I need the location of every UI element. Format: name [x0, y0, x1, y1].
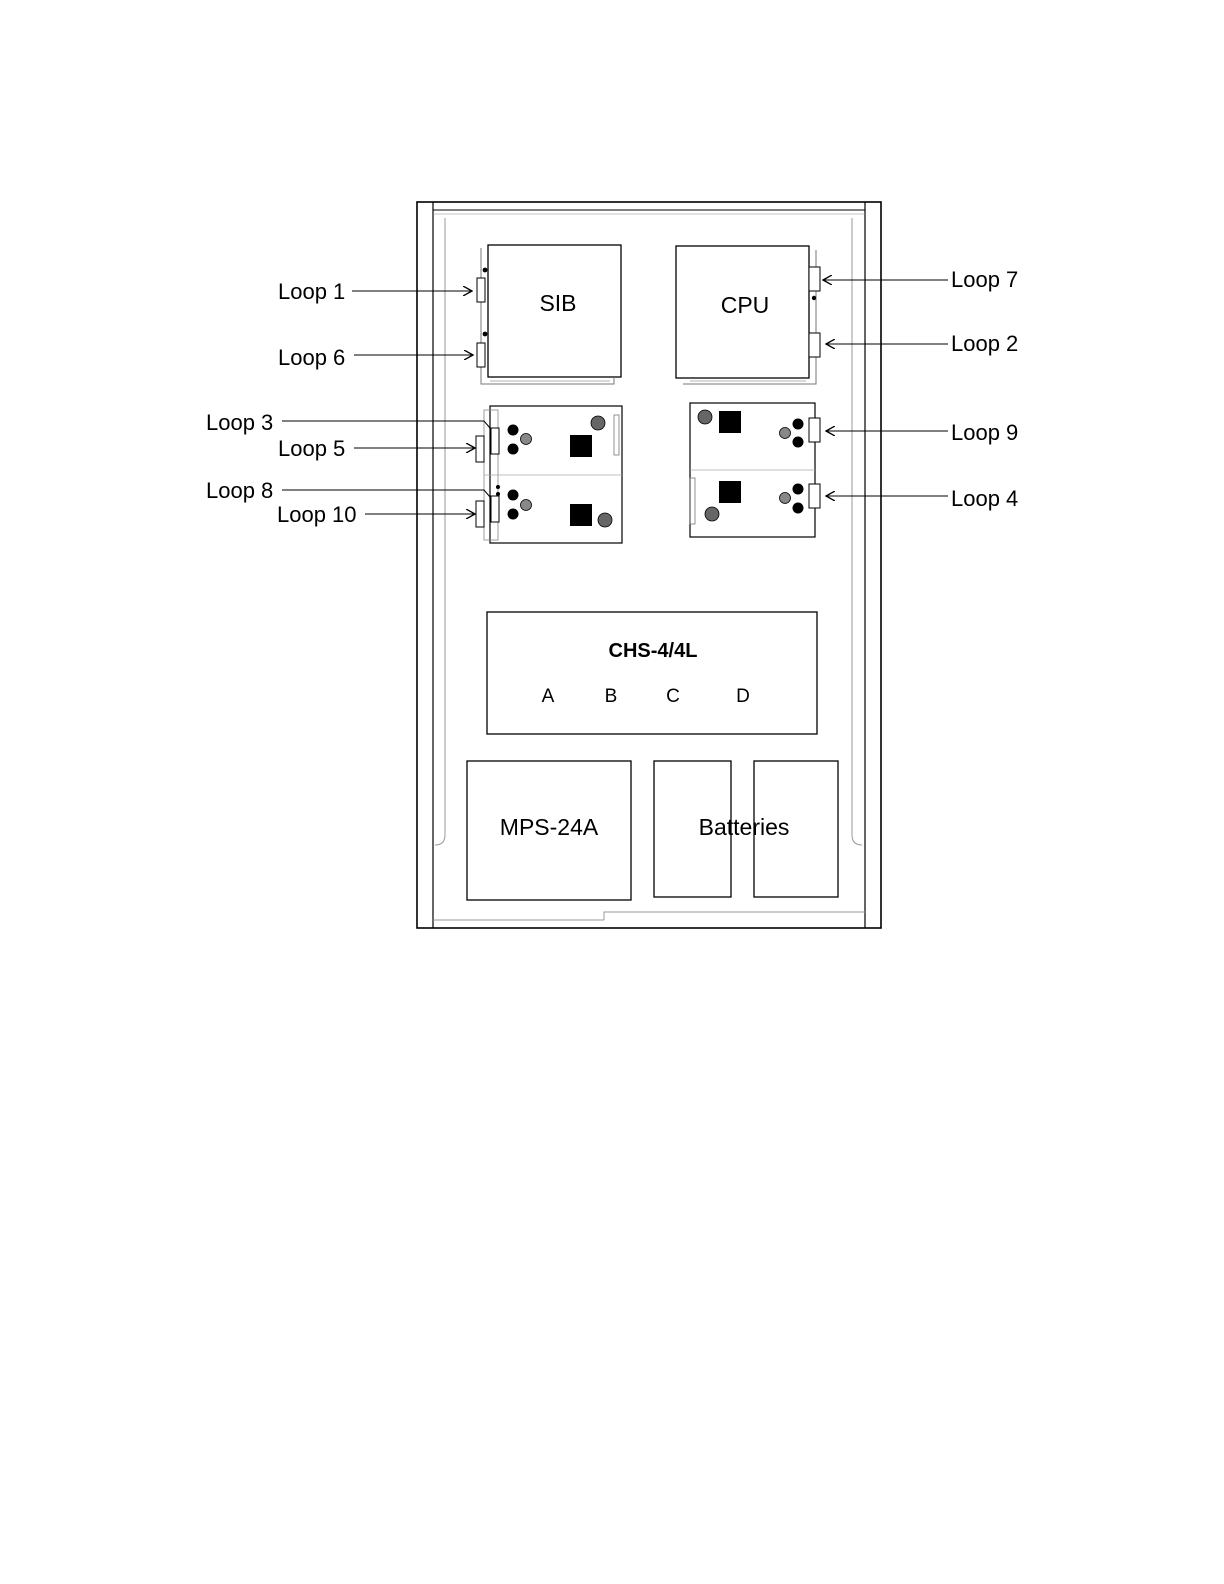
loop-7-label: Loop 7	[951, 267, 1018, 292]
power-supply: MPS-24A	[467, 761, 631, 900]
batteries-label: Batteries	[699, 814, 790, 840]
chs-channel-d: D	[736, 686, 750, 707]
loop-3-label: Loop 3	[206, 410, 273, 435]
sib-label: SIB	[539, 290, 576, 316]
chs-channel-c: C	[666, 686, 680, 707]
cpu-terminal-lower	[809, 333, 820, 357]
callout-loop-2: Loop 2	[826, 331, 1018, 356]
loop-terminal-3	[491, 428, 499, 454]
callout-loop-3: Loop 3	[206, 410, 490, 435]
sib-terminal-lower	[477, 343, 485, 367]
chs-title: CHS-4/4L	[609, 640, 698, 662]
loop-terminal-5	[476, 436, 484, 462]
chs-channel-a: A	[542, 686, 555, 707]
loop-10-label: Loop 10	[277, 502, 357, 527]
loop-terminal-9	[809, 418, 820, 442]
chs-channel-b: B	[605, 686, 618, 707]
batteries: Batteries	[654, 761, 838, 897]
sib-terminal-upper	[477, 278, 485, 302]
cpu-terminal-upper	[809, 267, 820, 291]
callout-loop-1: Loop 1	[278, 279, 472, 304]
loop-expander-right	[690, 403, 820, 537]
loop-terminal-4	[809, 484, 820, 508]
loop-9-label: Loop 9	[951, 420, 1018, 445]
loop-terminal-10	[476, 501, 484, 527]
loop-5-label: Loop 5	[278, 436, 345, 461]
loop-2-label: Loop 2	[951, 331, 1018, 356]
power-supply-label: MPS-24A	[500, 814, 599, 840]
loop-8-label: Loop 8	[206, 478, 273, 503]
chs-module: CHS-4/4L A B C D	[487, 612, 817, 734]
callout-loop-9: Loop 9	[826, 420, 1018, 445]
loop-6-label: Loop 6	[278, 345, 345, 370]
sib-board: SIB	[477, 245, 621, 384]
loop-4-label: Loop 4	[951, 486, 1018, 511]
loop-expander-left	[476, 406, 622, 543]
loop-1-label: Loop 1	[278, 279, 345, 304]
callout-loop-8: Loop 8	[206, 478, 490, 503]
cpu-board: CPU	[676, 246, 820, 384]
loop-terminal-8	[491, 496, 499, 522]
cpu-label: CPU	[721, 292, 770, 318]
callout-loop-6: Loop 6	[278, 345, 473, 370]
callout-loop-4: Loop 4	[826, 486, 1018, 511]
